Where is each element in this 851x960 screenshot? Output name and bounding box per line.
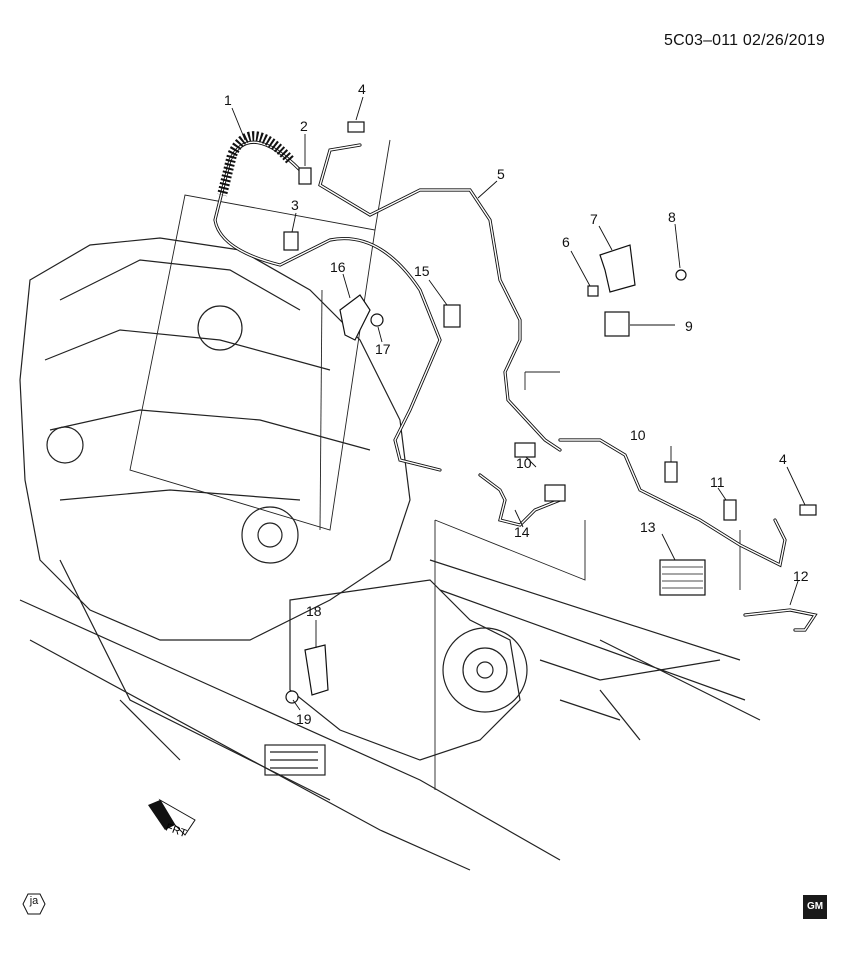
callout-7: 7 xyxy=(590,211,598,227)
engine-block xyxy=(19,237,411,641)
clip-11 xyxy=(723,499,737,521)
callout-8: 8 xyxy=(668,209,676,225)
callout-4-right: 4 xyxy=(779,451,787,467)
frame-crossmember xyxy=(59,559,331,801)
ja-label: ja xyxy=(29,895,39,907)
pulley xyxy=(241,506,299,564)
callout-16: 16 xyxy=(330,259,346,275)
front-arrow-icon: FRT xyxy=(148,798,196,841)
callout-3: 3 xyxy=(291,197,299,213)
callout-4-top: 4 xyxy=(358,81,366,97)
connector-14 xyxy=(544,484,566,502)
callout-13: 13 xyxy=(640,519,656,535)
frame-rail-left xyxy=(19,599,561,871)
nut-17 xyxy=(370,313,384,327)
bracket-18 xyxy=(304,644,329,696)
pipe-5b xyxy=(558,438,787,568)
callout-17: 17 xyxy=(375,341,391,357)
callout-11: 11 xyxy=(710,474,725,490)
clip-10b xyxy=(664,461,678,483)
callout-14: 14 xyxy=(514,524,530,540)
callout-1: 1 xyxy=(224,92,232,108)
transmission-flange xyxy=(442,627,528,713)
callout-2: 2 xyxy=(300,118,308,134)
callout-6: 6 xyxy=(562,234,570,250)
bolt-8 xyxy=(675,269,687,281)
hexagon-icon xyxy=(22,893,46,915)
bracket-16 xyxy=(339,294,371,341)
clip-4-top xyxy=(347,121,365,133)
callout-9: 9 xyxy=(685,318,693,334)
nut-19 xyxy=(285,690,299,704)
label-plate xyxy=(264,744,326,776)
clip-15 xyxy=(443,304,461,328)
callout-15: 15 xyxy=(414,263,430,279)
front-label: FRT xyxy=(164,822,188,841)
clamp-9 xyxy=(604,311,630,337)
callout-18: 18 xyxy=(306,603,322,619)
bracket-7 xyxy=(599,244,636,293)
clip-4-right xyxy=(799,504,817,516)
clip-3 xyxy=(283,231,299,251)
cooler-13 xyxy=(659,559,706,596)
hose-1 xyxy=(213,140,442,472)
clip-2 xyxy=(298,167,312,185)
callout-5: 5 xyxy=(497,166,505,182)
gm-logo: GM xyxy=(803,895,827,919)
callout-10a: 10 xyxy=(516,455,532,471)
frame-rail-right xyxy=(429,559,761,721)
callout-10b: 10 xyxy=(630,427,646,443)
corrugated-hose xyxy=(217,131,294,197)
ja-badge: ja xyxy=(22,893,46,915)
callout-12: 12 xyxy=(793,568,809,584)
diagram-code: 5C03–011 02/26/2019 xyxy=(664,32,825,49)
clip-10a xyxy=(514,442,536,458)
transmission xyxy=(289,579,521,761)
callout-19: 19 xyxy=(296,711,312,727)
nut-6 xyxy=(587,285,599,297)
